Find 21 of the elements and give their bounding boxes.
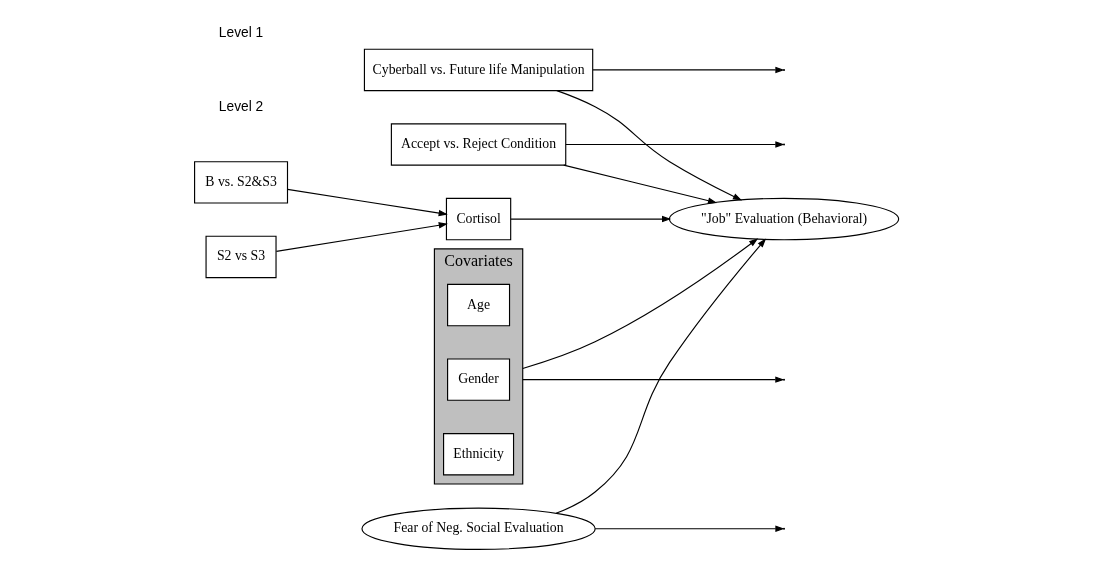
node-box: Gender — [447, 358, 511, 401]
arrow — [510, 215, 672, 223]
arrow — [522, 376, 785, 383]
node-box: Ethnicity — [443, 433, 515, 476]
arrow — [592, 66, 785, 74]
node-box: B vs. S2&S3 — [194, 161, 289, 204]
node-box: Cyberball vs. Future life Manipulation — [363, 48, 594, 92]
arrow — [555, 238, 767, 514]
node-box: Accept vs. Reject Condition — [390, 123, 567, 166]
label: Level 1 — [218, 24, 264, 40]
node-box: Age — [447, 283, 511, 327]
arrow — [563, 164, 718, 204]
node-box: Cortisol — [445, 197, 512, 241]
arrow — [275, 222, 448, 252]
label: Level 2 — [218, 99, 264, 115]
node-box: S2 vs S3 — [205, 235, 277, 279]
arrow — [594, 525, 785, 532]
arrow — [286, 188, 448, 217]
node-ellipse: Fear of Neg. Social Evaluation — [361, 507, 596, 550]
arrow — [556, 90, 743, 201]
arrow — [522, 238, 759, 370]
